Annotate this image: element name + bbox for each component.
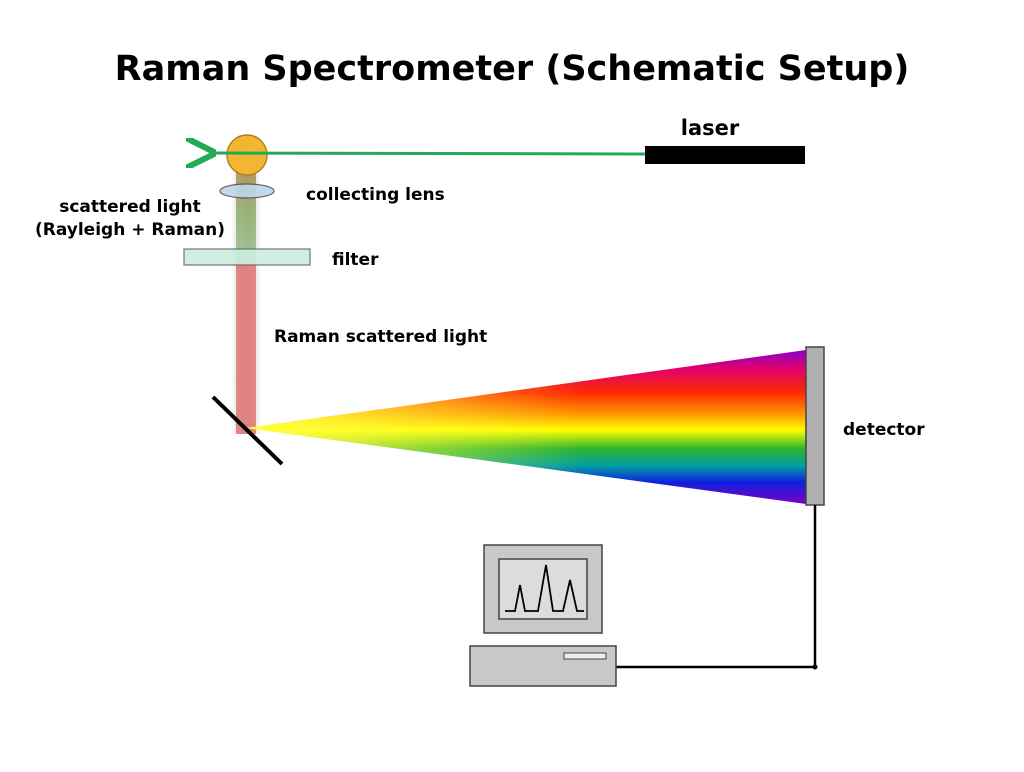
collecting-lens-label: collecting lens [306,185,445,205]
lens-icon [219,183,275,199]
spectrum-fade [246,350,806,504]
detector-cable [616,505,817,669]
raman-scattered-light-label: Raman scattered light [274,327,487,347]
computer-base-unit [469,645,617,687]
spectrum-plot [505,564,584,612]
page-title: Raman Spectrometer (Schematic Setup) [115,49,910,89]
cable-junction [812,664,818,670]
laser-beam [210,153,646,154]
mirror-icon [211,395,284,466]
detector-icon [805,346,825,506]
sample-icon [226,134,268,176]
filter-icon [183,248,311,266]
computer-icon [469,544,617,687]
computer-drive-slot [563,652,607,660]
filter-label: filter [332,250,379,270]
computer-screen [498,558,588,620]
raman-beam [236,262,256,434]
scattered-light-label: scattered light [59,197,201,217]
laser-label: laser [681,116,740,140]
detector-label: detector [843,420,925,440]
scattered-light-sublabel: (Rayleigh + Raman) [35,220,225,240]
laser-icon [645,146,805,164]
